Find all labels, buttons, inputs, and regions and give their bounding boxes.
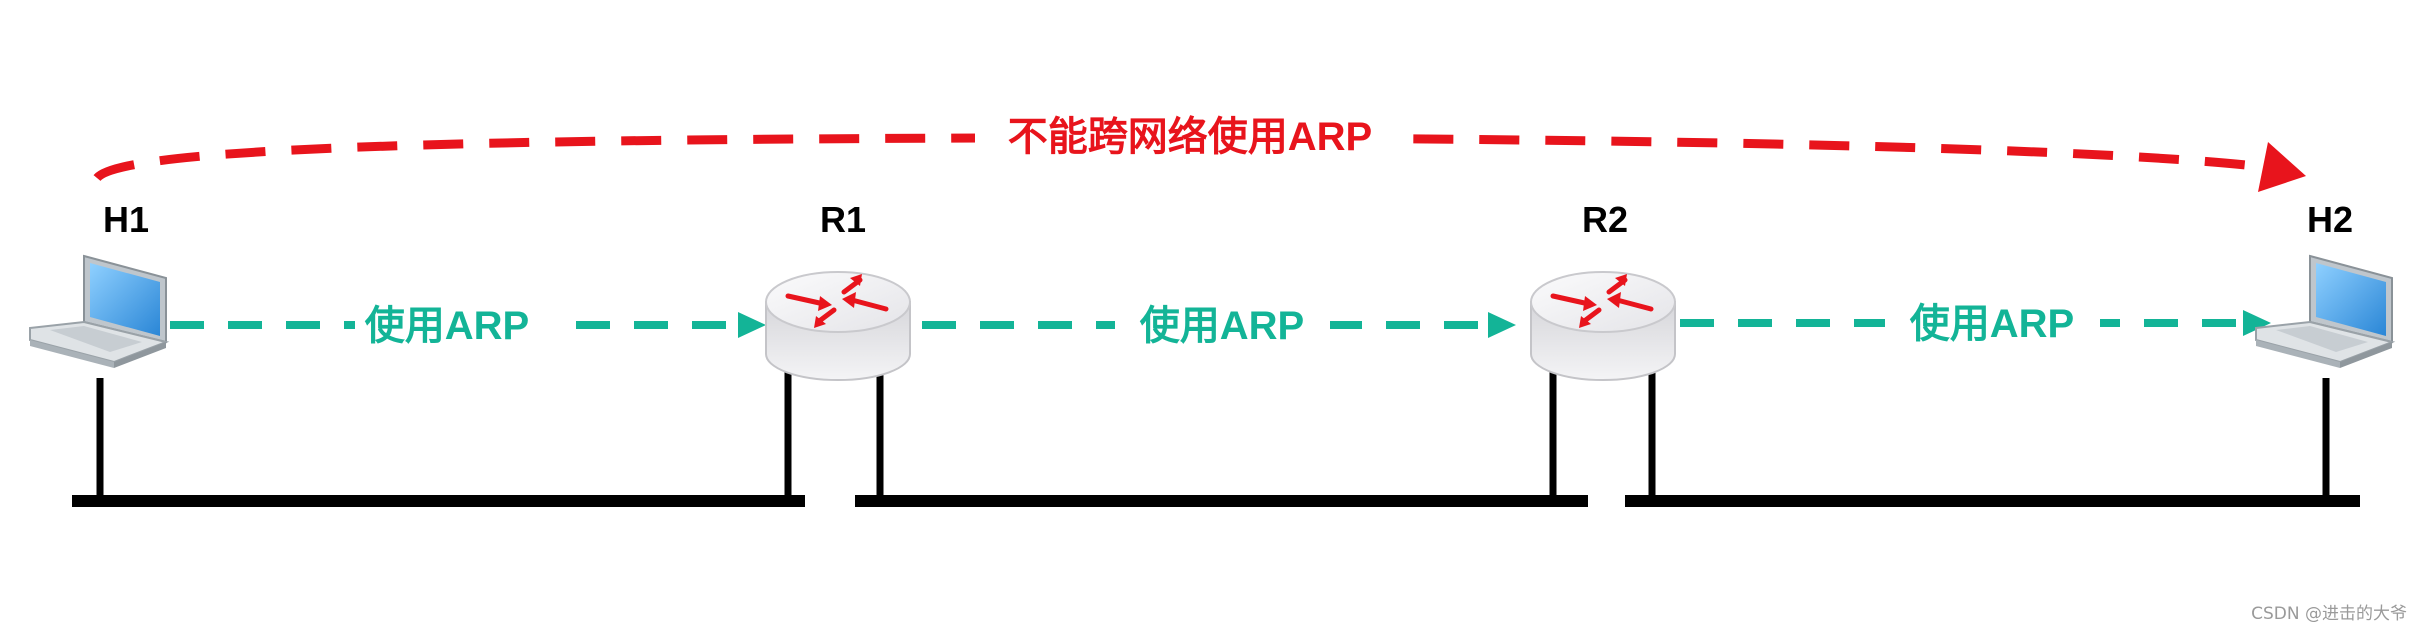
- arp-link-2: 使用ARP: [922, 295, 1516, 355]
- arp-link-1-label: 使用ARP: [365, 304, 529, 348]
- arp-link-2-label: 使用ARP: [1140, 304, 1304, 348]
- h2-label: H2: [2307, 199, 2353, 240]
- cross-network-arc: 不能跨网络使用ARP: [93, 108, 2306, 192]
- r2-router-icon: [1530, 271, 1676, 381]
- arp-link-2-arrowhead-icon: [1488, 312, 1516, 338]
- drop-lines: [96, 368, 2330, 496]
- arp-link-1: 使用ARP: [170, 295, 766, 355]
- arp-link-3-backdrop: [1885, 293, 2100, 353]
- r2-label: R2: [1582, 199, 1628, 240]
- arp-link-3-arrowhead-icon: [2243, 310, 2271, 336]
- arp-link-2-backdrop: [1115, 295, 1330, 355]
- cross-network-title: 不能跨网络使用ARP: [1008, 114, 1372, 159]
- title-backdrop: [975, 108, 1405, 166]
- h1-label: H1: [103, 199, 149, 240]
- cross-network-arrowhead-icon: [2258, 142, 2306, 192]
- h1-laptop-icon: [29, 254, 170, 368]
- r1-label: R1: [820, 199, 866, 240]
- arp-link-3-label: 使用ARP: [1910, 302, 2074, 346]
- h2-laptop-icon: [2255, 254, 2396, 368]
- arp-link-1-backdrop: [355, 295, 570, 355]
- r1-router-icon: [765, 271, 911, 381]
- arp-link-3: 使用ARP: [1680, 293, 2271, 353]
- watermark: CSDN @进击的大爷: [2251, 604, 2407, 624]
- arp-link-1-arrowhead-icon: [738, 312, 766, 338]
